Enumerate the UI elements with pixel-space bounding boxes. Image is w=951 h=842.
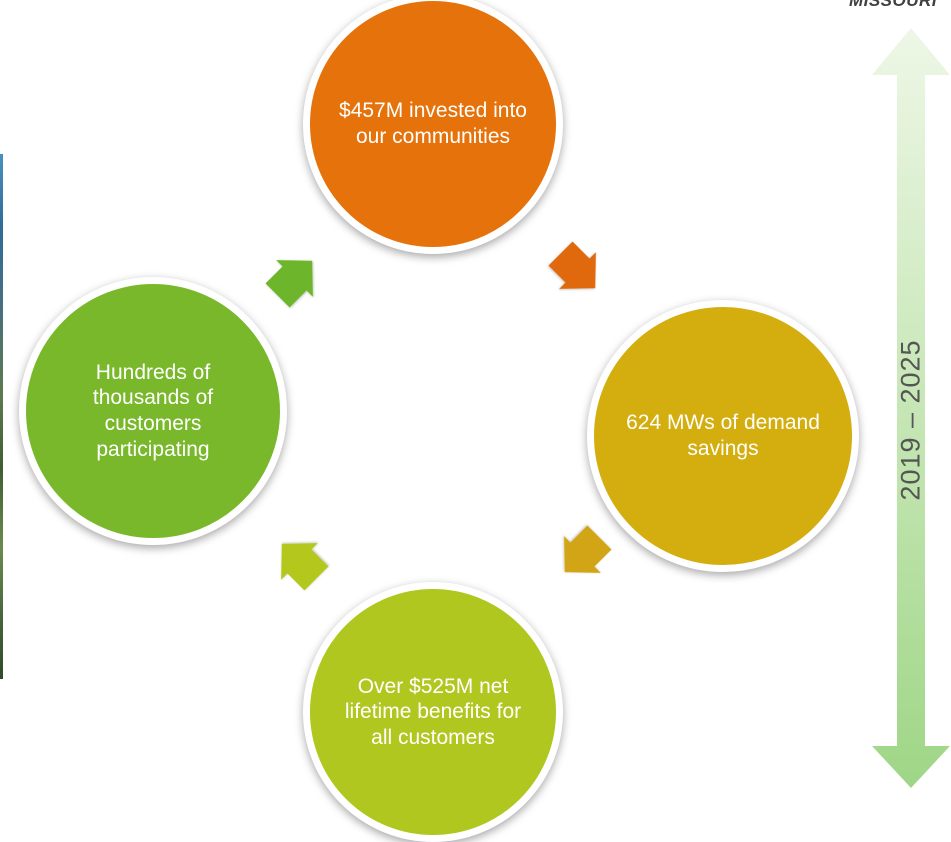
- circle-demand-savings: 624 MWs of demand savings: [587, 300, 859, 572]
- background-photo-strip: [0, 154, 3, 679]
- arrow-top-right: [548, 241, 596, 289]
- circle-customers-participating-text: Hundreds of thousands of customers parti…: [92, 360, 214, 461]
- corner-label: MISSOURI: [848, 0, 937, 10]
- circle-invested-text: $457M invested into our communities: [339, 99, 527, 148]
- timeline-label: 2019 – 2025: [895, 339, 926, 501]
- circle-net-benefits-text: Over $525M net lifetime benefits for all…: [344, 674, 522, 749]
- timeline-arrow: [872, 28, 950, 788]
- circle-net-benefits: Over $525M net lifetime benefits for all…: [303, 582, 563, 842]
- circle-customers-participating: Hundreds of thousands of customers parti…: [19, 277, 287, 545]
- circle-demand-savings-text: 624 MWs of demand savings: [626, 411, 820, 460]
- arrow-top-left: [265, 260, 313, 308]
- arrow-bottom-left: [281, 543, 329, 591]
- arrow-bottom-right: [564, 525, 612, 573]
- circle-invested: $457M invested into our communities: [303, 0, 563, 254]
